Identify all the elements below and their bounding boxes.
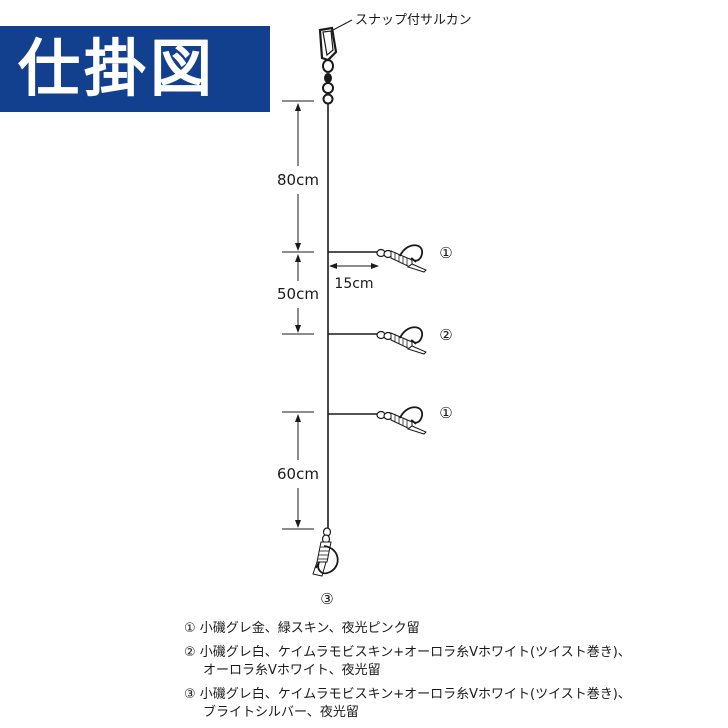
branch-hook-3 [327,406,427,435]
branch-3-marker: ① [439,404,452,422]
legend-item-3-line-1: ③ 小磯グレ白、ケイムラモビスキン+オーロラ糸Vホワイト(ツイスト巻き)、 [184,687,631,702]
diagram-title: 仕掛図 [18,32,217,105]
legend-item-2-line-2: オーロラ糸Vホワイト、夜光留 [203,663,381,678]
dimension-80cm [295,103,301,251]
legend-item-3-line-2: ブライトシルバー、夜光留 [203,705,359,720]
dimension-ticks [282,100,314,530]
legend-item-2: ② 小磯グレ白、ケイムラモビスキン+オーロラ糸Vホワイト(ツイスト巻き)、 オー… [184,644,631,680]
legend-item-1-line-1: ① 小磯グレ金、緑スキン、夜光ピンク留 [184,621,420,636]
dimension-60cm [295,414,301,528]
dimension-50cm [295,254,301,333]
legend-item-3: ③ 小磯グレ白、ケイムラモビスキン+オーロラ糸Vホワイト(ツイスト巻き)、 ブラ… [184,686,631,722]
dimension-15cm-label: 15cm [334,276,373,292]
dimension-80cm-label: 80cm [277,171,319,189]
dimension-50cm-label: 50cm [277,285,319,303]
branch-2-marker: ② [439,326,452,344]
snap-label: スナップ付サルカン [355,13,472,28]
dimension-60cm-label: 60cm [277,465,319,483]
bottom-hook-icon [312,527,339,577]
dimension-15cm [329,263,379,269]
bottom-hook-marker: ③ [320,590,333,608]
branch-hook-2 [327,326,427,355]
branch-1-marker: ① [439,244,452,262]
snap-leader-line [332,19,353,31]
legend-item-2-line-1: ② 小磯グレ白、ケイムラモビスキン+オーロラ糸Vホワイト(ツイスト巻き)、 [184,645,631,660]
branch-hook-1 [327,244,427,273]
hook-legend: ① 小磯グレ金、緑スキン、夜光ピンク留 ② 小磯グレ白、ケイムラモビスキン+オー… [184,620,631,728]
title-banner: 仕掛図 [0,26,270,112]
snap-swivel-icon [318,26,338,105]
legend-item-1: ① 小磯グレ金、緑スキン、夜光ピンク留 [184,620,631,638]
